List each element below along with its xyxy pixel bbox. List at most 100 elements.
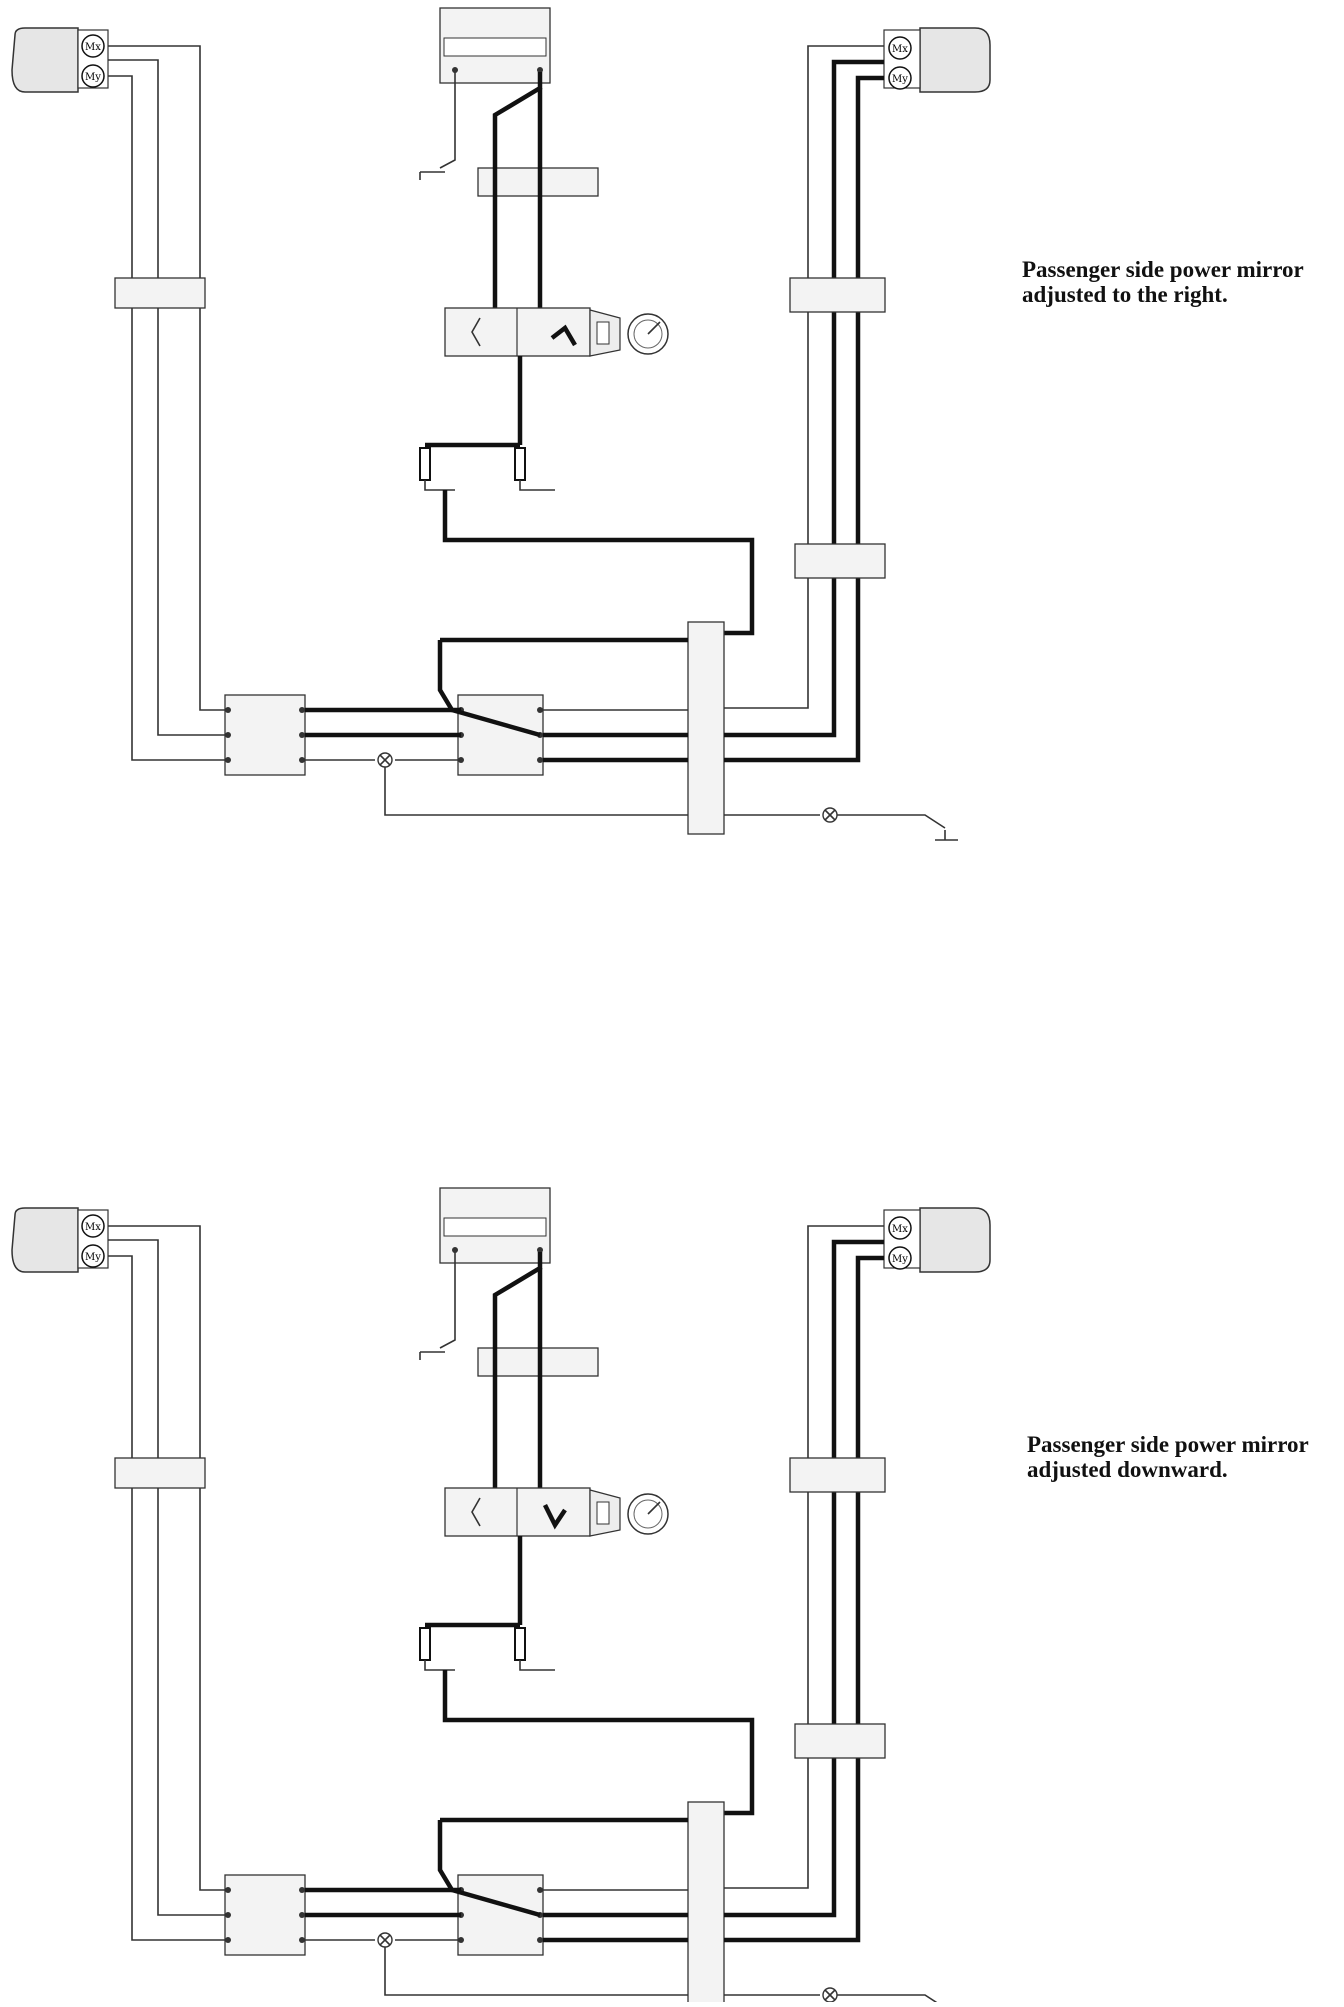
connector-dot	[225, 1937, 231, 1943]
ground-switch-wire	[837, 1994, 945, 2007]
left-harness-wire-2	[108, 1239, 228, 1916]
center-junction-box	[457, 1874, 544, 1956]
left-mirror-motor-icon	[81, 1244, 105, 1268]
fuse-terminal-left	[452, 67, 458, 73]
lamp-cross	[379, 754, 391, 766]
ground-wire	[439, 72, 456, 169]
relay-left-ground	[424, 1660, 455, 1671]
right-harness-connector-upper	[789, 1457, 886, 1493]
right-harness-wire-1	[724, 1239, 884, 1918]
switch-contact-left	[471, 317, 481, 347]
caption-line-1: Passenger side power mirror	[1027, 1432, 1309, 1457]
right-harness-wire-1	[724, 59, 884, 738]
right-motor-label: My	[892, 74, 908, 85]
relay-left	[419, 1627, 431, 1661]
center-junction-box	[457, 694, 544, 776]
selector-dial-pointer	[647, 1501, 661, 1515]
power-wire-left	[492, 72, 543, 310]
right-harness-wire-2	[724, 75, 884, 763]
right-mirror-motor-icon	[888, 36, 912, 60]
relay-right	[514, 1627, 526, 1661]
relay-left	[419, 447, 431, 481]
relay-right-ground	[519, 1660, 555, 1671]
right-mirror-motor-icon	[888, 66, 912, 90]
right-mirror-motor-icon	[888, 1246, 912, 1270]
switch-contact-active	[542, 1503, 567, 1530]
connector-dot	[225, 757, 231, 763]
left-mirror-housing	[11, 1207, 79, 1273]
left-mirror-motor-icon	[81, 64, 105, 88]
right-motor-label: Mx	[892, 1224, 908, 1235]
relay-loop-wire	[442, 490, 755, 636]
left-mirror-motor-icon	[81, 1214, 105, 1238]
caption-down-adjust: Passenger side power mirror adjusted dow…	[1027, 1432, 1309, 1482]
connector-dot	[299, 757, 305, 763]
right-motor-label: My	[892, 1254, 908, 1265]
right-mirror-housing	[919, 27, 991, 93]
right-harness-wire-thin	[724, 1225, 884, 1889]
connector-dot	[299, 1937, 305, 1943]
connector-dot	[537, 1937, 543, 1943]
left-motor-label: My	[85, 1252, 101, 1263]
switch-lens-icon	[596, 1501, 610, 1525]
ground-wire	[439, 1252, 456, 1349]
connector-dot	[225, 1912, 231, 1918]
right-harness-connector-lower	[794, 1723, 886, 1759]
relay-right-ground	[519, 480, 555, 491]
connector-dot	[299, 1912, 305, 1918]
switch-lens-icon	[596, 321, 610, 345]
switch-contact-left	[471, 1497, 481, 1527]
left-mirror-housing	[11, 27, 79, 93]
left-harness-wire-3	[108, 1255, 228, 1941]
switch-contact-active	[550, 324, 577, 347]
lamp-ground-bus	[384, 767, 688, 816]
fuse-terminal-right	[537, 67, 543, 73]
lamp-cross	[824, 1989, 836, 2001]
connector-dot	[537, 1887, 543, 1893]
connector-dot	[537, 757, 543, 763]
crossover-wire	[437, 1820, 541, 1918]
caption-line-2: adjusted to the right.	[1022, 282, 1228, 307]
left-mirror-motor-icon	[81, 34, 105, 58]
caption-line-2: adjusted downward.	[1027, 1457, 1228, 1482]
right-harness-wire-thin	[724, 45, 884, 709]
relay-left-ground	[424, 480, 455, 491]
lamp-cross	[379, 1934, 391, 1946]
selector-dial-pointer	[647, 321, 661, 335]
crossover-wire	[437, 640, 541, 738]
left-harness-wire-1	[108, 45, 228, 711]
main-connector-strip	[687, 621, 725, 835]
fuse-box-window	[443, 37, 547, 57]
fuse-terminal-left	[452, 1247, 458, 1253]
connector-dot	[299, 732, 305, 738]
caption-right-adjust: Passenger side power mirror adjusted to …	[1022, 257, 1304, 307]
lamp-cross	[824, 809, 836, 821]
right-mirror-housing	[919, 1207, 991, 1273]
selector-dial-inner	[633, 319, 663, 349]
fuse-terminal-right	[537, 1247, 543, 1253]
left-harness-connector	[114, 1457, 206, 1489]
left-motor-label: My	[85, 72, 101, 83]
left-junction-box	[224, 694, 306, 776]
right-harness-wire-2	[724, 1255, 884, 1943]
selector-dial-inner	[633, 1499, 663, 1529]
left-motor-label: Mx	[85, 1222, 101, 1233]
connector-dot	[299, 1887, 305, 1893]
right-mirror-motor-icon	[888, 1216, 912, 1240]
ground-switch-wire	[837, 814, 946, 829]
connector-dot	[225, 1887, 231, 1893]
caption-line-1: Passenger side power mirror	[1022, 257, 1304, 282]
power-wire-left	[492, 1252, 543, 1490]
left-harness-wire-1	[108, 1225, 228, 1891]
connector-dot	[225, 732, 231, 738]
relay-loop-wire	[442, 1670, 755, 1816]
left-motor-label: Mx	[85, 42, 101, 53]
connector-dot	[299, 707, 305, 713]
main-connector-strip	[687, 1801, 725, 2007]
connector-dot	[537, 707, 543, 713]
relay-right	[514, 447, 526, 481]
